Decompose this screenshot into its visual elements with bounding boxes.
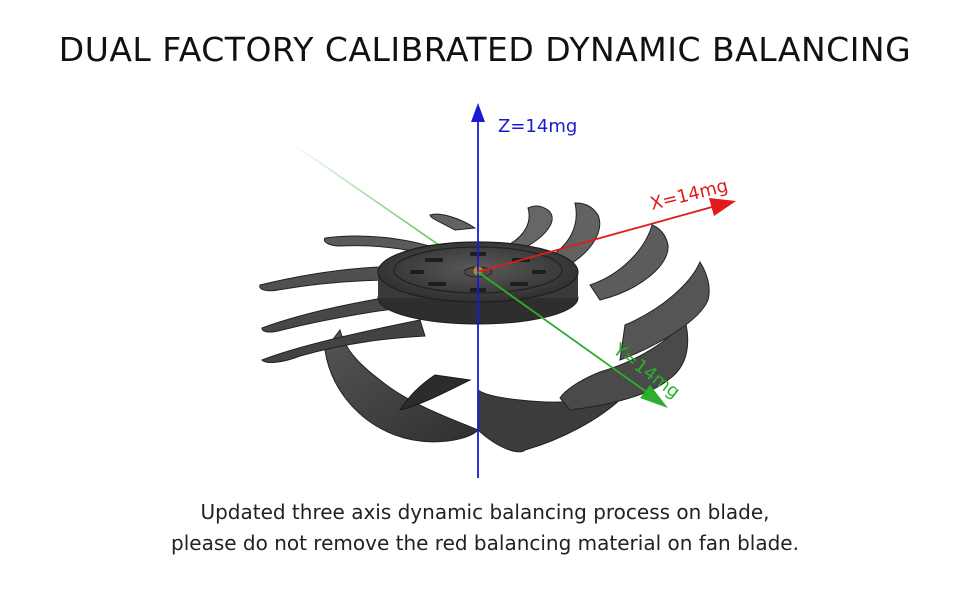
caption: Updated three axis dynamic balancing pro… <box>0 497 970 559</box>
y-axis-line <box>477 271 649 394</box>
z-axis-arrowhead <box>471 103 485 122</box>
fan-impeller-icon <box>259 202 710 453</box>
caption-line-1: Updated three axis dynamic balancing pro… <box>200 500 770 524</box>
y-axis-arrowhead <box>640 385 668 408</box>
x-axis-arrowhead <box>709 198 736 216</box>
z-axis-label: Z=14mg <box>498 116 577 137</box>
page-title: DUAL FACTORY CALIBRATED DYNAMIC BALANCIN… <box>58 30 912 69</box>
x-axis-line <box>477 206 713 273</box>
caption-line-2: please do not remove the red balancing m… <box>171 531 799 555</box>
